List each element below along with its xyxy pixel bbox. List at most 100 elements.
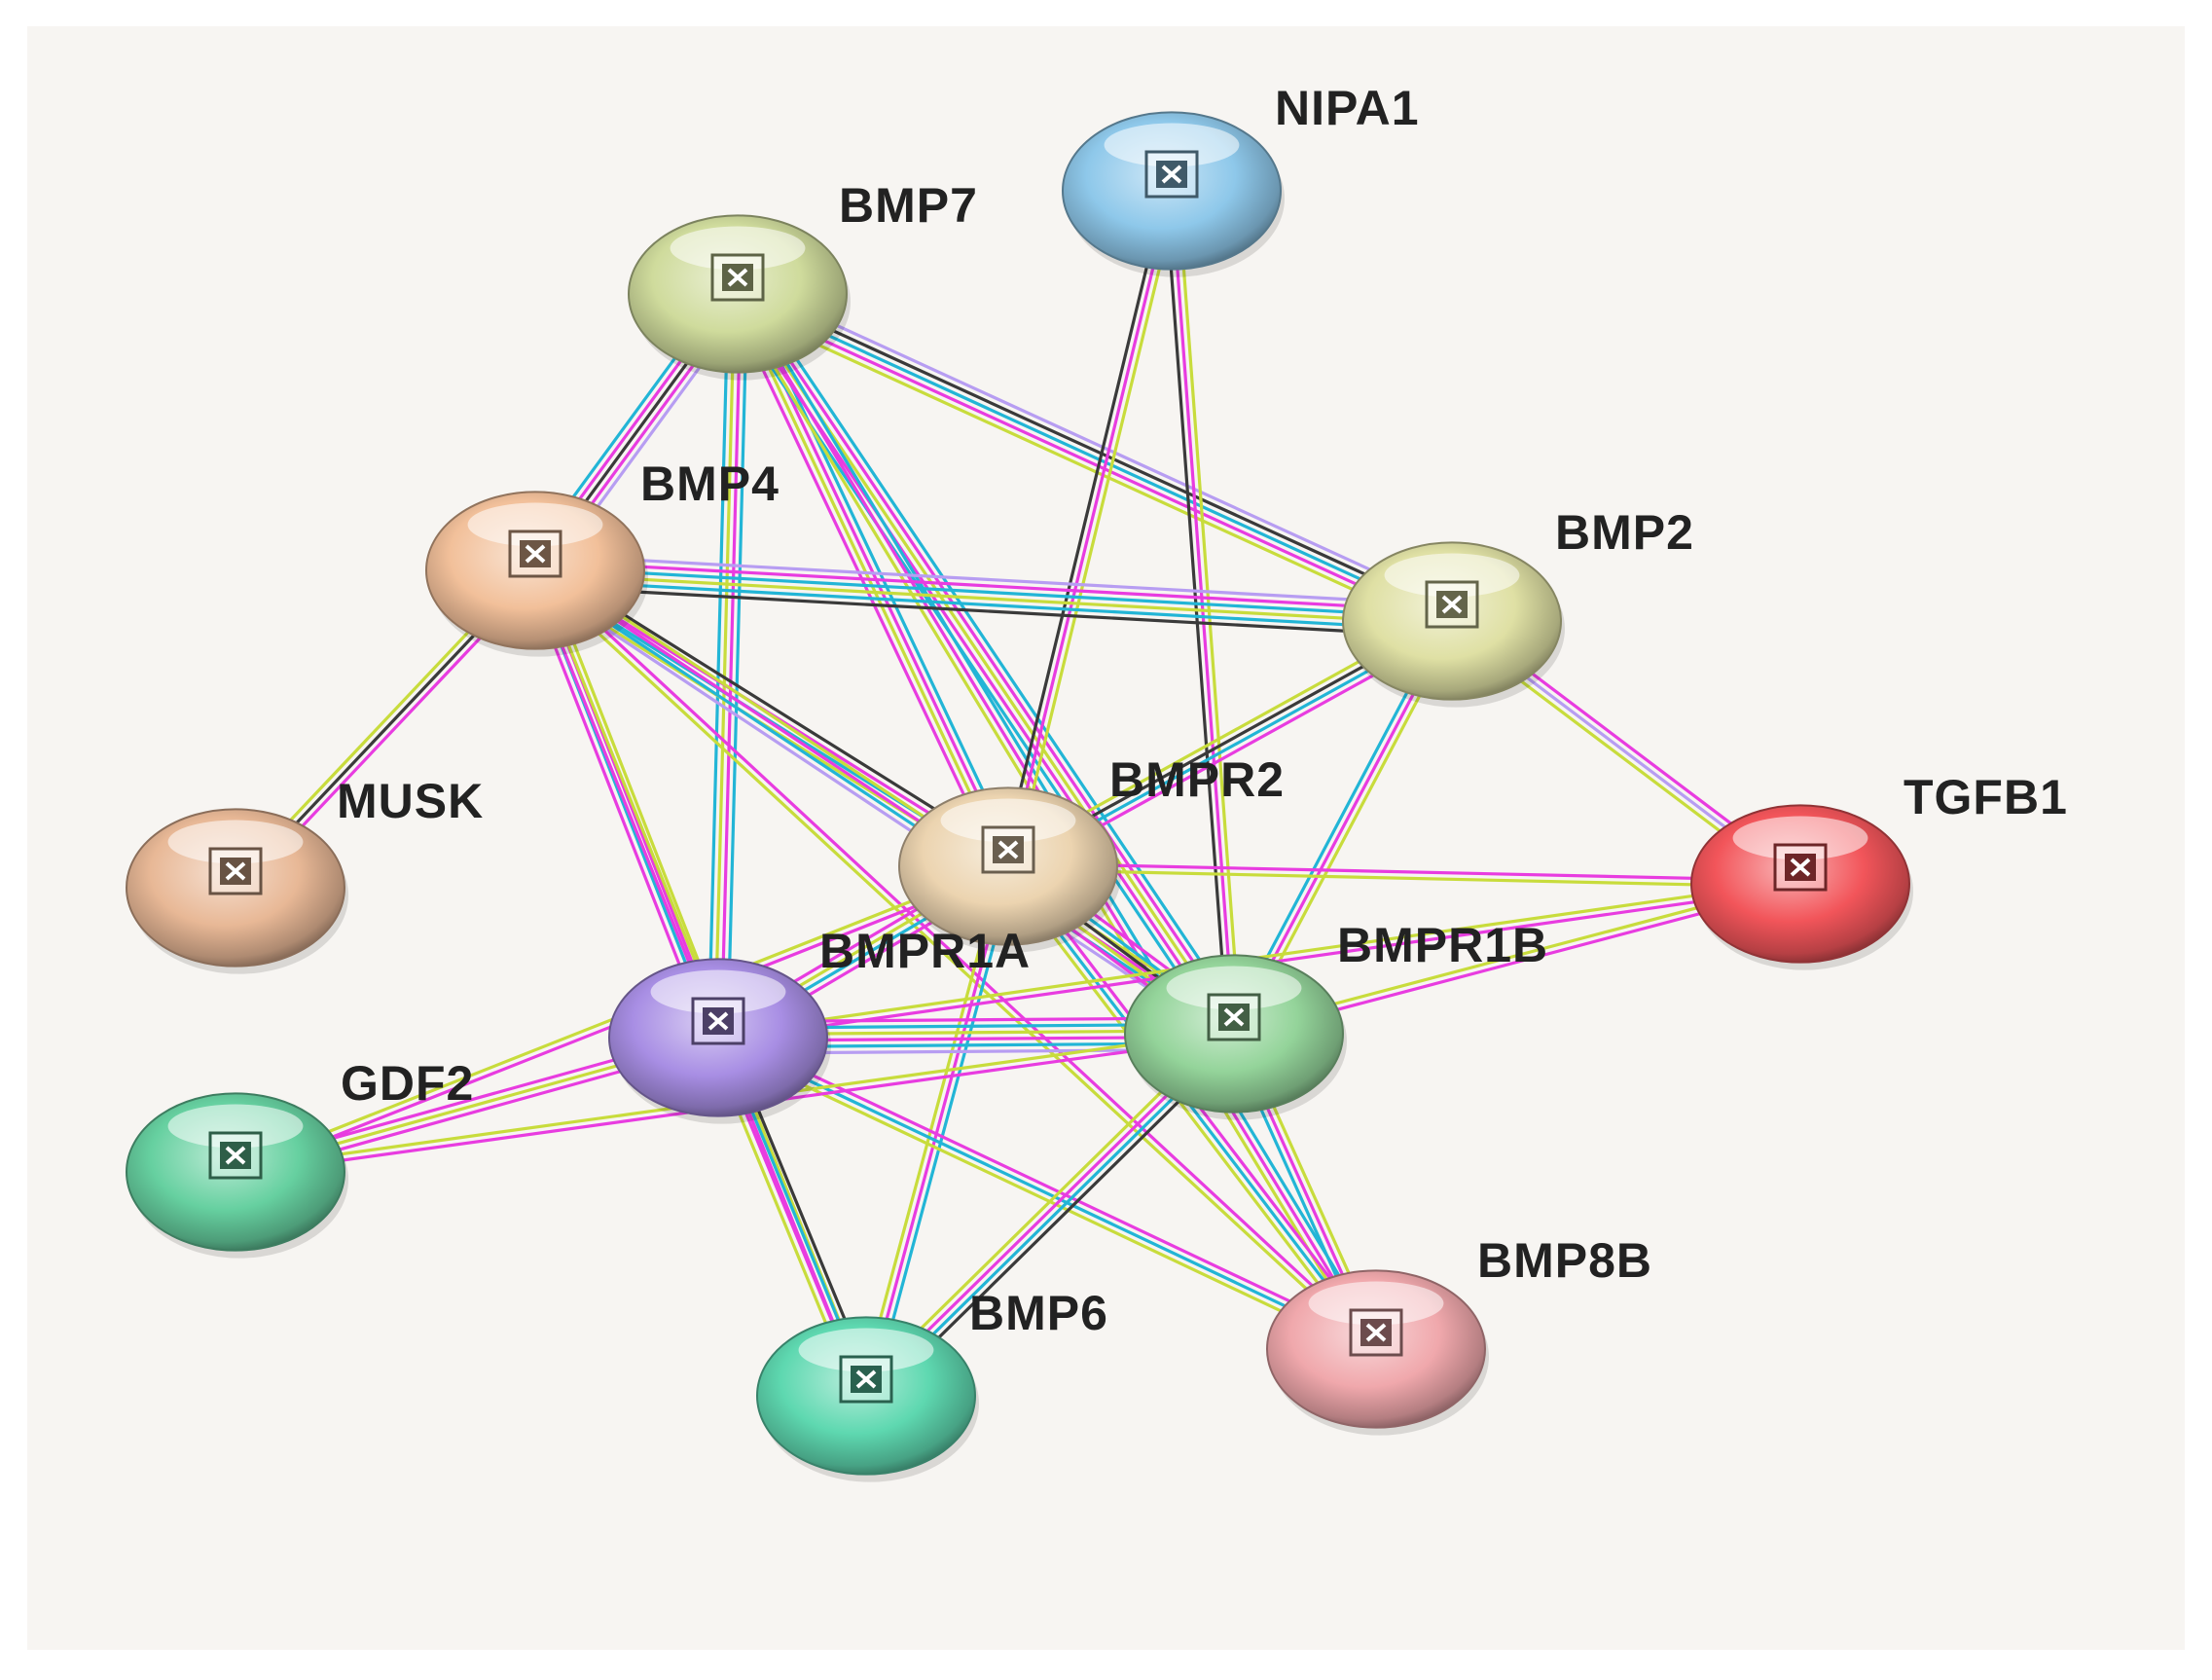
broken-image-icon [691, 997, 745, 1045]
node-label-bmpr1a: BMPR1A [819, 924, 1031, 978]
edge-bmp7-bmpr1a [707, 292, 749, 1040]
broken-image-icon [508, 530, 562, 578]
edge-strand-cyan [707, 292, 730, 1040]
edge-strand-cyan [1006, 864, 1378, 1351]
edge-strand-cyan [716, 1036, 1378, 1351]
edge-nipa1-bmpr2 [1000, 187, 1179, 870]
edge-strand-lavender [534, 553, 1455, 607]
edge-strand-lavender [741, 280, 1460, 611]
node-bmp2[interactable] [1342, 541, 1565, 708]
edge-strand-yellow-green [858, 862, 1004, 1396]
node-label-bmp6: BMP6 [969, 1286, 1108, 1340]
edge-strand-yellow-green [1001, 868, 1373, 1355]
edge-strand-yellow-green [733, 293, 1007, 869]
edge-strand-cyan [532, 578, 1454, 633]
edge-strand-magenta [1170, 189, 1236, 1036]
node-highlight [1308, 1281, 1444, 1326]
node-highlight [940, 798, 1076, 843]
node-label-musk: MUSK [337, 774, 484, 828]
edge-strand-magenta [741, 288, 1241, 1032]
node-bmp7[interactable] [628, 214, 851, 381]
node-label-bmp7: BMP7 [839, 178, 978, 233]
broken-image-icon [839, 1355, 893, 1404]
node-highlight [467, 502, 603, 547]
node-bmpr1b[interactable] [1124, 954, 1347, 1120]
node-bmp4[interactable] [425, 491, 648, 657]
edge-strand-yellow-green [713, 1041, 1375, 1357]
node-gdf2[interactable] [126, 1092, 348, 1259]
edge-strand-cyan [746, 285, 1247, 1029]
node-bmpr2[interactable] [898, 786, 1121, 953]
edge-strand-yellow-green [1012, 190, 1179, 870]
node-bmpr1a[interactable] [608, 958, 831, 1124]
edge-strand-magenta [733, 298, 1451, 629]
edge-strand-magenta [535, 566, 1380, 1349]
edge-strand-magenta [1006, 189, 1174, 868]
node-highlight [798, 1328, 934, 1372]
node-musk[interactable] [126, 808, 348, 974]
node-bmp8b[interactable] [1266, 1269, 1489, 1436]
node-highlight [167, 820, 304, 864]
edge-strand-magenta [535, 566, 1238, 1033]
edge-strand-magenta [719, 1030, 1381, 1345]
broken-image-icon [1144, 150, 1199, 199]
edge-strand-yellow-green [1006, 867, 1802, 889]
edge-strand-magenta [525, 571, 711, 1043]
broken-image-icon [981, 825, 1035, 874]
nodes-layer [126, 111, 1913, 1482]
edge-strand-lavender [528, 576, 1231, 1043]
edge-strand-yellow-green [713, 292, 737, 1040]
node-highlight [1732, 816, 1868, 860]
edge-strand-magenta [533, 559, 1455, 613]
edge-bmpr2-bmp6 [858, 862, 1016, 1400]
edge-strand-magenta [864, 864, 1010, 1398]
node-label-nipa1: NIPA1 [1275, 81, 1420, 135]
node-highlight [650, 969, 786, 1014]
node-highlight [167, 1104, 304, 1149]
edge-strand-cyan [533, 566, 1454, 620]
edge-strand-yellow-green [538, 561, 1241, 1028]
edge-bmp4-bmpr1b [528, 561, 1241, 1043]
node-label-bmpr1b: BMPR1B [1337, 918, 1548, 972]
broken-image-icon [1207, 993, 1261, 1041]
edge-bmp4-bmp2 [532, 553, 1455, 639]
broken-image-icon [1773, 843, 1828, 892]
node-label-tgfb1: TGFB1 [1904, 770, 2068, 824]
edge-strand-cyan [736, 292, 1454, 623]
edge-strand-yellow-green [542, 565, 729, 1037]
node-highlight [1384, 553, 1520, 598]
broken-image-icon [1349, 1308, 1403, 1357]
edge-bmp4-bmp8b [531, 566, 1380, 1353]
edge-strand-cyan [726, 292, 749, 1040]
edge-strand-dark [532, 584, 1453, 639]
node-highlight [1166, 966, 1302, 1010]
edge-strand-yellow-green [730, 304, 1449, 635]
edge-strand-dark [1163, 189, 1230, 1037]
node-highlight [670, 226, 806, 271]
edge-strand-cyan [531, 571, 1234, 1039]
edge-strand-magenta [719, 292, 743, 1040]
node-label-bmp2: BMP2 [1555, 505, 1694, 560]
edge-bmpr2-tgfb1 [1006, 861, 1802, 889]
node-label-bmp8b: BMP8B [1477, 1233, 1652, 1288]
node-tgfb1[interactable] [1690, 804, 1913, 970]
node-nipa1[interactable] [1062, 111, 1285, 277]
edge-bmp7-bmp2 [730, 280, 1460, 635]
edge-strand-dark [739, 286, 1457, 617]
edge-strand-yellow-green [531, 570, 1376, 1353]
edge-strand-magenta [1006, 861, 1802, 883]
edge-strand-dark [1000, 187, 1168, 867]
node-label-bmpr2: BMPR2 [1109, 752, 1285, 807]
node-highlight [1104, 123, 1240, 167]
broken-image-icon [1425, 580, 1479, 629]
edge-strand-cyan [870, 866, 1016, 1400]
node-bmp6[interactable] [756, 1316, 979, 1482]
edge-strand-yellow-green [533, 571, 1454, 626]
broken-image-icon [208, 847, 263, 895]
broken-image-icon [710, 253, 765, 302]
node-label-gdf2: GDF2 [341, 1056, 474, 1111]
edge-bmpr1a-bmp8b [713, 1030, 1381, 1357]
broken-image-icon [208, 1131, 263, 1180]
